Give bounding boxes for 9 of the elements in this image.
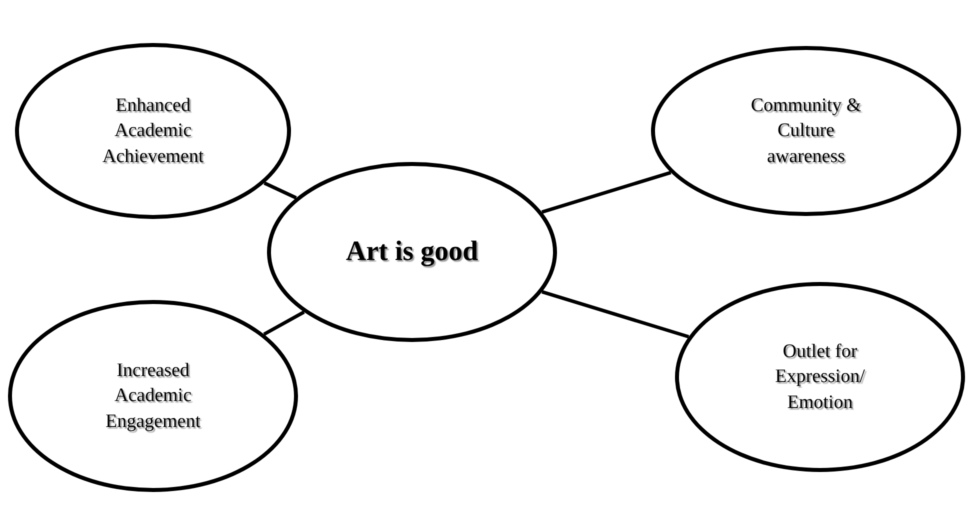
connector-line (541, 170, 672, 214)
node-label: Increased Academic Engagement (104, 358, 202, 434)
connector-line (264, 181, 297, 200)
node-label: Enhanced Academic Achievement (101, 94, 205, 169)
connector-line (263, 310, 305, 336)
connector-line (542, 290, 690, 338)
node-label: Community & Culture awareness (750, 94, 862, 169)
node-label: Art is good (346, 235, 478, 270)
node-label: Outlet for Expression/ Emotion (774, 340, 866, 415)
